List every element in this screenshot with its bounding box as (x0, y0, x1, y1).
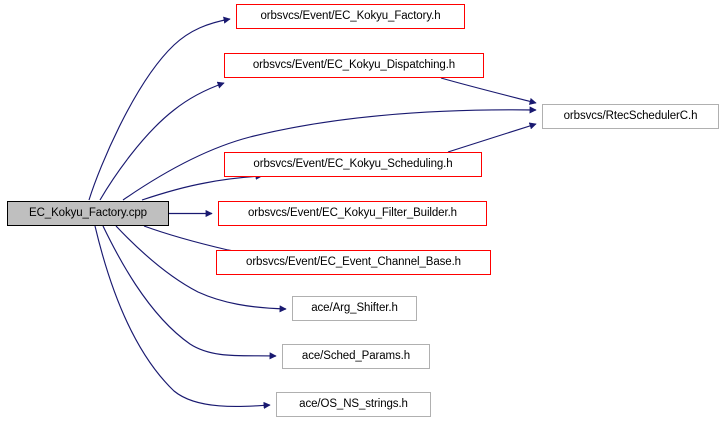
node-rtec-scheduler-c-h[interactable]: orbsvcs/RtecSchedulerC.h (542, 104, 719, 129)
node-label: ace/Arg_Shifter.h (311, 301, 398, 314)
node-label: orbsvcs/RtecSchedulerC.h (563, 109, 698, 122)
edge-dispatching-to-rtec-scheduler (440, 77, 537, 105)
node-label: ace/Sched_Params.h (301, 349, 411, 362)
node-ace-os-ns-strings-h[interactable]: ace/OS_NS_strings.h (276, 392, 431, 417)
node-ec-kokyu-dispatching-h[interactable]: orbsvcs/Event/EC_Kokyu_Dispatching.h (224, 53, 484, 78)
node-ec-kokyu-factory-cpp[interactable]: EC_Kokyu_Factory.cpp (7, 201, 169, 226)
node-ec-kokyu-scheduling-h[interactable]: orbsvcs/Event/EC_Kokyu_Scheduling.h (224, 152, 482, 177)
node-label: orbsvcs/Event/EC_Kokyu_Factory.h (260, 9, 441, 22)
node-label: orbsvcs/Event/EC_Kokyu_Scheduling.h (253, 157, 453, 170)
edge-root-to-kokyu-dispatching (99, 81, 225, 201)
node-ace-sched-params-h[interactable]: ace/Sched_Params.h (282, 344, 430, 369)
edge-root-to-sched-params (102, 225, 277, 360)
node-ec-event-channel-base-h[interactable]: orbsvcs/Event/EC_Event_Channel_Base.h (216, 250, 491, 275)
node-label: EC_Kokyu_Factory.cpp (29, 206, 147, 219)
node-label: orbsvcs/Event/EC_Kokyu_Dispatching.h (252, 58, 456, 71)
node-ec-kokyu-filter-builder-h[interactable]: orbsvcs/Event/EC_Kokyu_Filter_Builder.h (218, 201, 487, 226)
edge-root-to-kokyu-scheduling (141, 172, 263, 201)
node-label: orbsvcs/Event/EC_Event_Channel_Base.h (246, 255, 461, 268)
node-label: ace/OS_NS_strings.h (299, 397, 408, 410)
edge-root-to-kokyu-factory (88, 16, 231, 201)
node-ec-kokyu-factory-h[interactable]: orbsvcs/Event/EC_Kokyu_Factory.h (236, 4, 465, 29)
node-label: orbsvcs/Event/EC_Kokyu_Filter_Builder.h (248, 206, 457, 219)
node-ace-arg-shifter-h[interactable]: ace/Arg_Shifter.h (292, 296, 417, 321)
edge-scheduling-to-rtec-scheduler (447, 122, 537, 153)
